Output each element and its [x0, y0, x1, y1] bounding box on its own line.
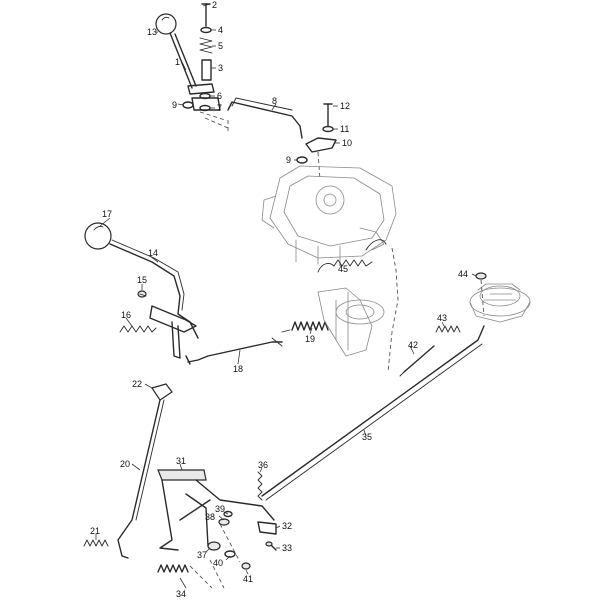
callout-31: 31: [176, 456, 186, 466]
callout-44: 44: [458, 269, 468, 279]
callout-43: 43: [437, 313, 447, 323]
callout-18: 18: [233, 364, 243, 374]
washer-4: [200, 26, 212, 34]
callout-33: 33: [282, 543, 292, 553]
callout-13: 13: [147, 27, 157, 37]
callout-35: 35: [362, 432, 372, 442]
callout-17: 17: [102, 209, 112, 219]
callout-5: 5: [218, 41, 223, 51]
bushing-37: [207, 541, 221, 551]
transaxle: [261, 165, 397, 265]
callout-20: 20: [120, 459, 130, 469]
link-42: [399, 345, 435, 377]
callout-36: 36: [258, 460, 268, 470]
lever-plate: [187, 83, 215, 95]
callout-3: 3: [218, 63, 223, 73]
right-pulley-ghost: [469, 272, 531, 323]
callout-8: 8: [272, 96, 277, 106]
callout-14: 14: [148, 248, 158, 258]
spacer-3: [201, 59, 212, 81]
bolt-33: [265, 541, 277, 551]
nut-9b: [296, 156, 308, 164]
callout-1: 1: [175, 57, 180, 67]
brake-rod-35: [261, 325, 485, 501]
bracket-32: [257, 521, 277, 535]
shift-lever-1: [169, 32, 193, 89]
callout-2: 2: [212, 0, 217, 10]
washer-39: [223, 510, 233, 518]
washer-44: [475, 272, 487, 280]
spring-19: [281, 321, 329, 333]
callout-7: 7: [217, 103, 222, 113]
callout-21: 21: [90, 526, 100, 536]
nut-9a: [182, 101, 194, 109]
callout-42: 42: [408, 340, 418, 350]
bushing-38: [218, 518, 230, 526]
callout-16: 16: [121, 310, 131, 320]
spring-36: [257, 471, 263, 501]
reference-line: [387, 247, 399, 373]
shift-arm-10: [305, 137, 337, 153]
spring-45: [317, 239, 387, 273]
callout-41: 41: [243, 574, 253, 584]
spring-21: [83, 539, 109, 547]
callout-39: 39: [215, 504, 225, 514]
callout-37: 37: [197, 550, 207, 560]
spring-5: [199, 37, 213, 54]
callout-4: 4: [218, 25, 223, 35]
leader-lines: [95, 3, 477, 589]
callout-38: 38: [205, 512, 215, 522]
callout-32: 32: [282, 521, 292, 531]
callout-labels: 13 1 2 4 5 3 6 7 9 8 12 11 10 9 17 14 15…: [90, 0, 468, 599]
brake-pedal-31: [157, 469, 275, 551]
parking-brake-assembly: [83, 383, 173, 559]
fasteners: [207, 510, 251, 589]
callout-9-top: 9: [172, 100, 177, 110]
shift-knob-13: [155, 13, 177, 35]
spring-16: [119, 325, 157, 333]
spring-43: [435, 325, 461, 333]
callout-34: 34: [176, 589, 186, 599]
pin-15: [137, 290, 147, 298]
callout-9-mid: 9: [286, 155, 291, 165]
callout-22: 22: [132, 379, 142, 389]
spring-34: [157, 564, 213, 589]
shift-rod-8: [227, 97, 303, 139]
washer-11: [322, 125, 334, 133]
callout-40: 40: [213, 558, 223, 568]
callout-15: 15: [137, 275, 147, 285]
callout-45: 45: [338, 264, 348, 274]
callout-12: 12: [340, 101, 350, 111]
washer-40: [224, 550, 236, 558]
knob-22: [151, 383, 173, 401]
callout-19: 19: [305, 334, 315, 344]
hydro-knob-17: [84, 222, 112, 250]
callout-11: 11: [340, 124, 349, 134]
hydro-lever-assembly: [84, 222, 199, 359]
callout-6: 6: [217, 91, 222, 101]
pulley-ghost: [317, 287, 385, 357]
nut-41: [241, 562, 251, 570]
rod-18: [185, 337, 283, 365]
transaxle-arm-assembly: [296, 103, 337, 181]
shift-lever-assembly: [155, 3, 229, 132]
callout-10: 10: [342, 138, 352, 148]
rod-20: [117, 399, 161, 559]
